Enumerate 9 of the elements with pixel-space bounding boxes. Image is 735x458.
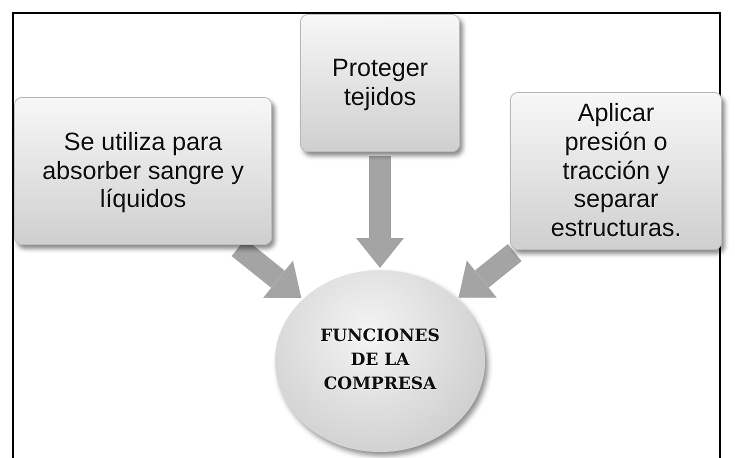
- text-box: [14, 97, 272, 245]
- block-arrow: [356, 156, 404, 268]
- node-text: Aplicar presión o tracción y separar estructuras.: [550, 99, 682, 243]
- text-box: [300, 14, 460, 152]
- block-arrow: [458, 244, 522, 298]
- heading-text: FUNCIONES DE LA COMPRESA: [320, 325, 440, 396]
- node-text: Proteger tejidos: [331, 54, 429, 112]
- text-box: [510, 92, 722, 250]
- node-text: Se utiliza para absorber sangre y líquidos: [41, 128, 245, 214]
